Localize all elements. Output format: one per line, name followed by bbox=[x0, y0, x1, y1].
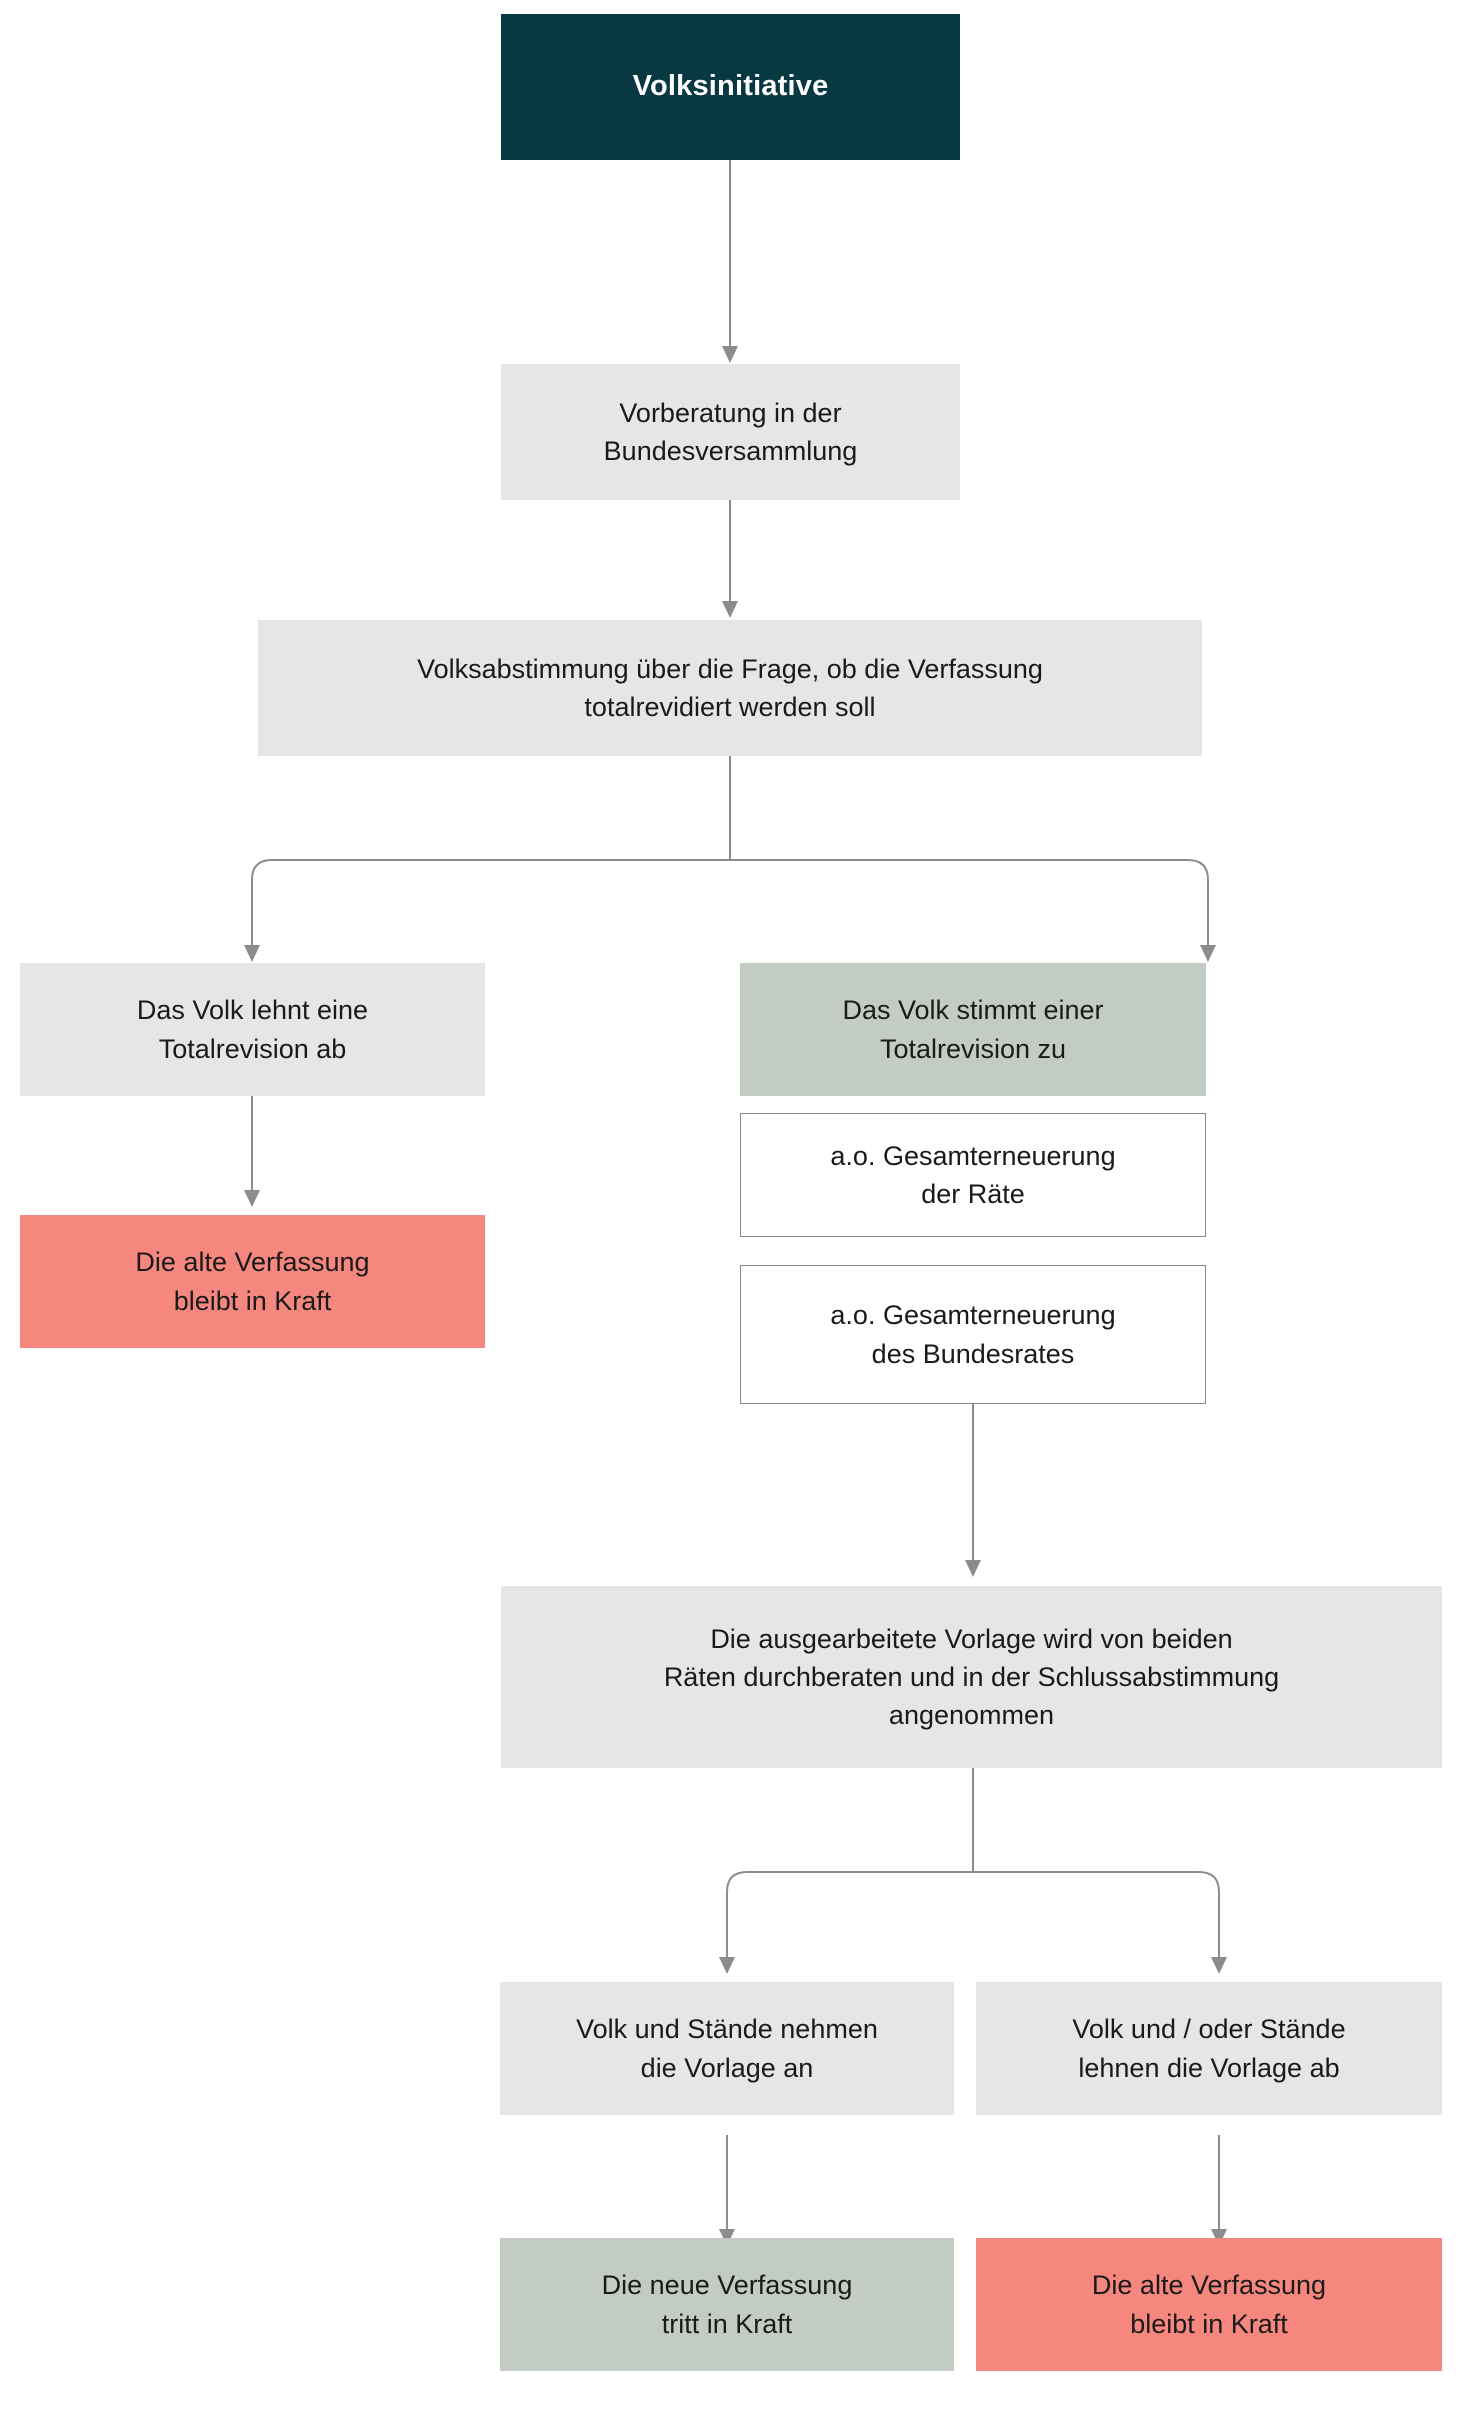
node-vorlage-durchberaten-angenommen[interactable]: Die ausgearbeitete Vorlage wird von beid… bbox=[501, 1586, 1442, 1768]
node-volksinitiative[interactable]: Volksinitiative bbox=[501, 14, 960, 160]
connector-bundesrat-to-vorlage bbox=[965, 1404, 981, 1577]
node-alte-verfassung-bleibt-in-kraft[interactable]: Die alte Verfassung bleibt in Kraft bbox=[20, 1215, 485, 1348]
connector-ablehnung-to-alte-verfassung bbox=[244, 1096, 260, 1207]
node-gesamterneuerung-bundesrates[interactable]: a.o. Gesamterneuerung des Bundesrates bbox=[740, 1265, 1206, 1404]
node-alte-verfassung-bleibt-in-kraft-2[interactable]: Die alte Verfassung bleibt in Kraft bbox=[976, 2238, 1442, 2371]
node-volksabstimmung-totalrevision[interactable]: Volksabstimmung über die Frage, ob die V… bbox=[258, 620, 1202, 756]
node-neue-verfassung-tritt-in-kraft[interactable]: Die neue Verfassung tritt in Kraft bbox=[500, 2238, 954, 2371]
node-gesamterneuerung-raete[interactable]: a.o. Gesamterneuerung der Räte bbox=[740, 1113, 1206, 1237]
node-volk-staende-lehnen-ab[interactable]: Volk und / oder Stände lehnen die Vorlag… bbox=[976, 1982, 1442, 2115]
connector-volksabstimmung-branch bbox=[244, 756, 1216, 962]
connector-volksinitiative-to-vorberatung bbox=[722, 160, 738, 363]
connector-vorlage-branch bbox=[719, 1768, 1227, 1974]
connector-vorberatung-to-volksabstimmung bbox=[722, 500, 738, 618]
node-volk-staende-nehmen-an[interactable]: Volk und Stände nehmen die Vorlage an bbox=[500, 1982, 954, 2115]
node-vorberatung-bundesversammlung[interactable]: Vorberatung in der Bundesversammlung bbox=[501, 364, 960, 500]
connector-ablehnung-to-alte-verfassung-2 bbox=[1211, 2135, 1227, 2246]
node-volk-lehnt-totalrevision-ab[interactable]: Das Volk lehnt eine Totalrevision ab bbox=[20, 963, 485, 1096]
node-volk-stimmt-totalrevision-zu[interactable]: Das Volk stimmt einer Totalrevision zu bbox=[740, 963, 1206, 1096]
connector-annahme-to-neue-verfassung bbox=[719, 2135, 735, 2246]
